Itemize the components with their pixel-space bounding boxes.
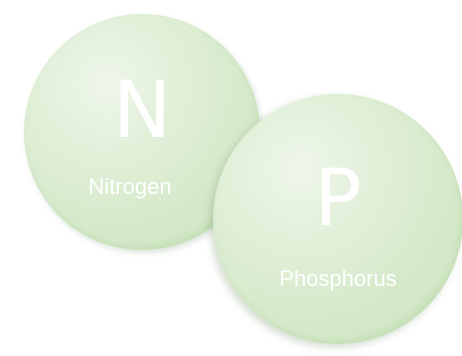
phosphorus-symbol: P — [314, 154, 362, 244]
nitrogen-symbol: N — [112, 66, 172, 156]
nitrogen-name: Nitrogen — [88, 174, 172, 199]
phosphorus-circle: P Phosphorus — [213, 94, 462, 344]
nitrogen-circle: N Nitrogen — [24, 14, 260, 250]
phosphorus-name: Phosphorus — [279, 266, 397, 291]
